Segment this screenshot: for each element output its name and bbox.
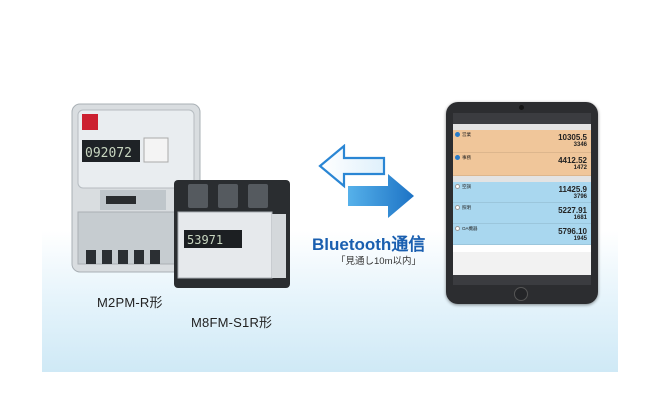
section-header bbox=[453, 176, 591, 182]
status-dot-icon bbox=[455, 205, 460, 210]
meter-card[interactable]: 空調 11425.9 3796 bbox=[453, 182, 591, 203]
status-dot-icon bbox=[455, 226, 460, 231]
card-value-main: 11425.9 bbox=[558, 185, 587, 194]
card-value-main: 5227.91 bbox=[558, 206, 587, 215]
card-value-main: 4412.52 bbox=[558, 156, 587, 165]
meter-a-readout: 092072 bbox=[85, 146, 132, 161]
group-row[interactable] bbox=[453, 245, 591, 252]
meter-a-label: M2PM-R形 bbox=[97, 295, 163, 310]
bluetooth-title: Bluetooth通信 bbox=[312, 235, 426, 254]
tablet-device: 営業 10305.5 3346 事務 4412.52 1472 空調 11425… bbox=[446, 102, 598, 304]
status-dot-icon bbox=[455, 184, 460, 189]
card-value-sub: 3796 bbox=[573, 194, 587, 200]
card-value-sub: 1472 bbox=[573, 165, 587, 171]
card-value-sub: 1681 bbox=[573, 215, 587, 221]
tablet-screen: 営業 10305.5 3346 事務 4412.52 1472 空調 11425… bbox=[453, 113, 591, 285]
card-value-main: 10305.5 bbox=[558, 133, 587, 142]
meter-card[interactable]: 営業 10305.5 3346 bbox=[453, 130, 591, 153]
app-tab-bar[interactable] bbox=[453, 275, 591, 285]
bidirectional-arrow-icon bbox=[318, 144, 414, 218]
home-button[interactable] bbox=[514, 287, 528, 301]
card-name: 営業 bbox=[462, 132, 471, 137]
card-name: 照明 bbox=[462, 205, 471, 210]
meter-b-label: M8FM-S1R形 bbox=[191, 315, 273, 330]
card-name: 事務 bbox=[462, 155, 471, 160]
app-top-bar bbox=[453, 113, 591, 124]
card-name: 空調 bbox=[462, 184, 471, 189]
card-value-sub: 1945 bbox=[573, 236, 587, 242]
card-value-sub: 3346 bbox=[573, 142, 587, 148]
meter-b-readout: 53971 bbox=[187, 233, 223, 247]
status-dot-icon bbox=[455, 155, 460, 160]
section-header bbox=[453, 124, 591, 130]
bluetooth-range-note: 「見通し10m以内」 bbox=[336, 256, 421, 267]
status-dot-icon bbox=[455, 132, 460, 137]
meter-card[interactable]: OA機器 5796.10 1945 bbox=[453, 224, 591, 245]
meter-card[interactable]: 照明 5227.91 1681 bbox=[453, 203, 591, 224]
meter-m8fm-s1r-image: 53971 bbox=[174, 180, 290, 288]
meter-card[interactable]: 事務 4412.52 1472 bbox=[453, 153, 591, 176]
card-value-main: 5796.10 bbox=[558, 227, 587, 236]
card-name: OA機器 bbox=[462, 226, 478, 231]
camera-dot bbox=[519, 105, 524, 110]
